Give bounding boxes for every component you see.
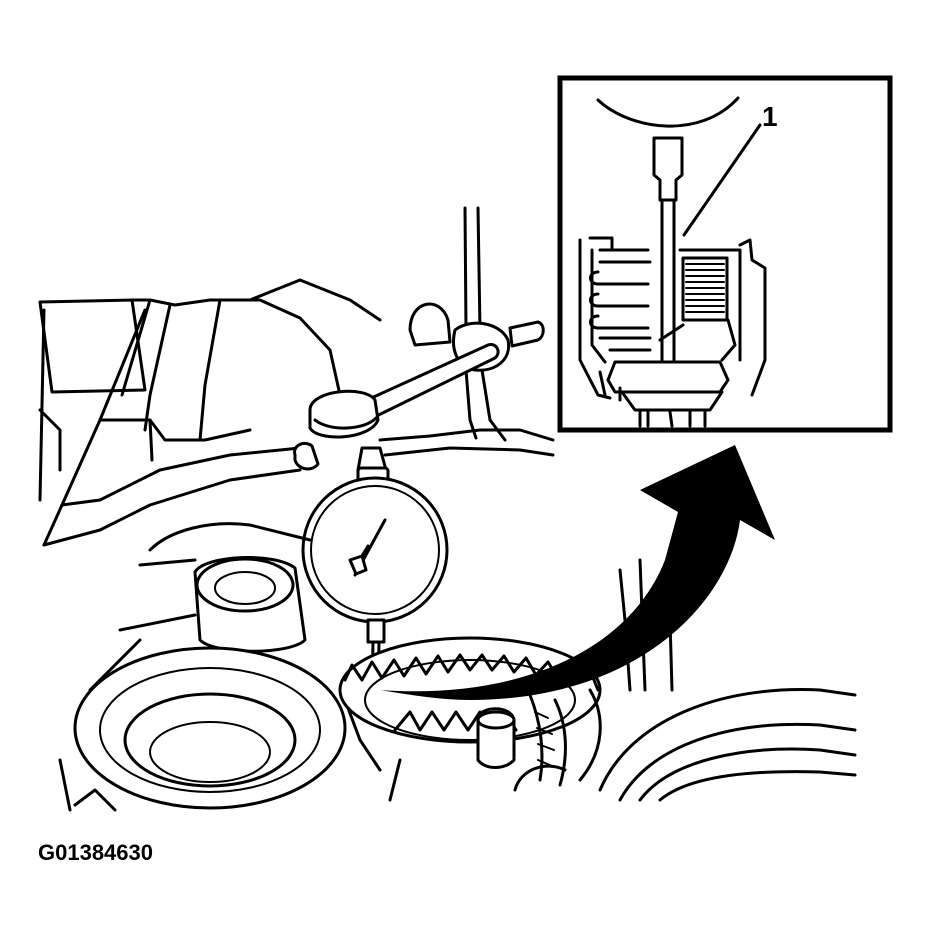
transmission-case <box>38 278 555 547</box>
indicator-stand <box>293 206 545 471</box>
detail-inset: 1 <box>557 75 893 433</box>
callout-1: 1 <box>762 101 778 132</box>
figure-code: G01384630 <box>38 840 153 865</box>
bearing-housing <box>58 522 382 812</box>
direction-arrow <box>380 445 775 700</box>
right-drum <box>598 688 857 802</box>
